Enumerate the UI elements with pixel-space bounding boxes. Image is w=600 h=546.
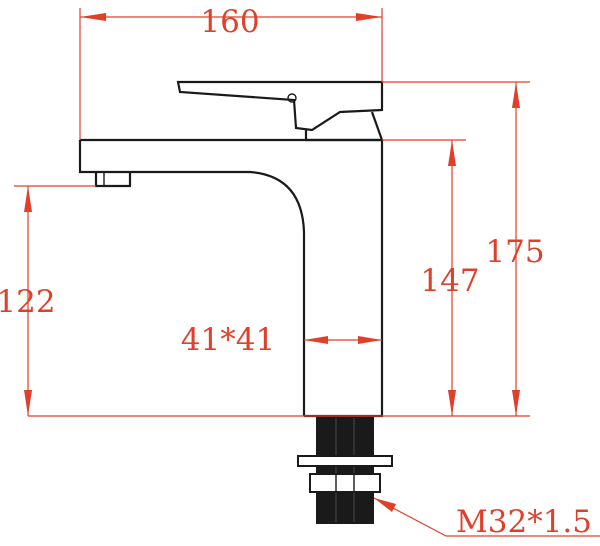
dim-spout-height: 122: [0, 185, 96, 416]
spout-front: [78, 140, 306, 416]
handle-lever: [176, 80, 384, 132]
dim-body-section: 41*41: [181, 322, 382, 358]
aerator: [94, 172, 132, 188]
dim-height-body: 147: [382, 139, 480, 416]
dim-body-section-label: 41*41: [181, 322, 275, 358]
dim-spout-height-label: 122: [0, 284, 56, 320]
washer: [309, 473, 381, 493]
dim-height-total: 175: [382, 81, 545, 416]
dim-width: 160: [79, 4, 383, 140]
faucet-outline: [78, 80, 393, 524]
handle-screw: [287, 93, 297, 103]
dim-height-body-label: 147: [420, 263, 479, 299]
threaded-stem: [316, 416, 374, 524]
dim-width-label: 160: [200, 4, 259, 40]
lock-nut: [297, 455, 393, 467]
thread-callout-label: M32*1.5: [456, 504, 592, 540]
body-right: [304, 140, 384, 418]
thread-callout: M32*1.5: [373, 497, 600, 540]
dim-height-total-label: 175: [485, 234, 544, 270]
